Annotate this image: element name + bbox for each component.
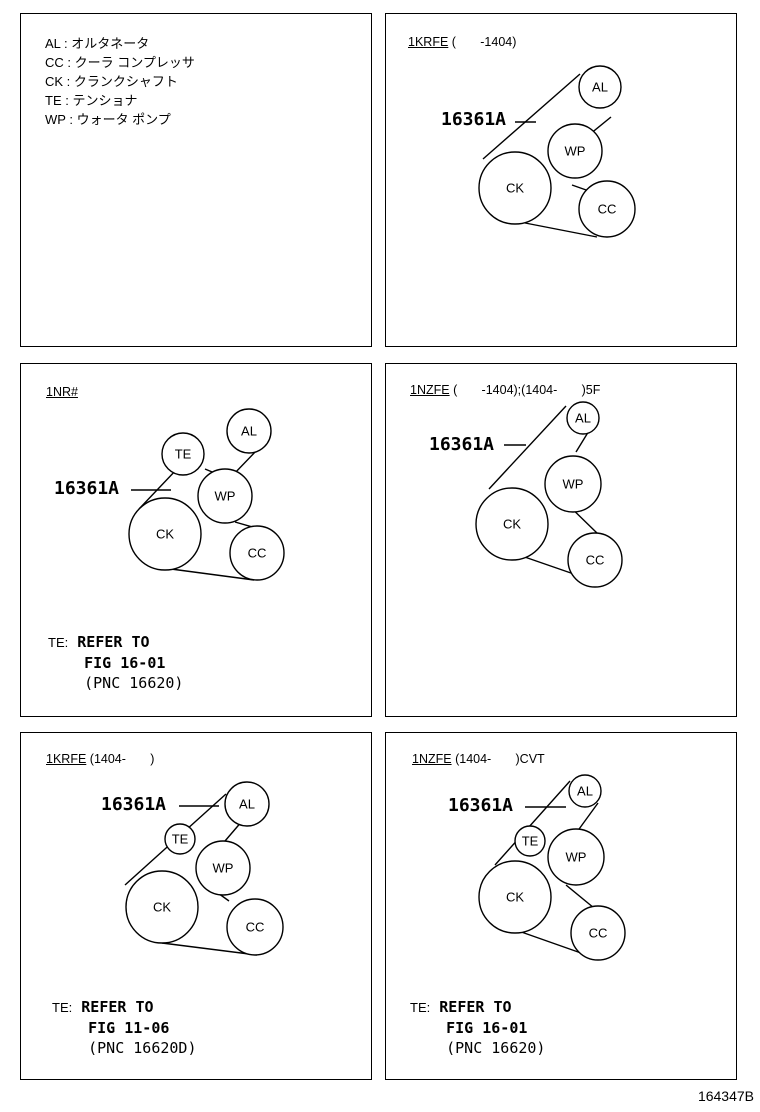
legend-item: TE : テンショナ (45, 93, 138, 108)
te-note: TE: REFER TO FIG 16-01 (PNC 16620) (410, 998, 546, 1057)
wp-pulley (547, 123, 603, 179)
te-note: TE: REFER TO FIG 16-01 (PNC 16620) (48, 633, 184, 692)
panel-1nzfe-5f: 1NZFE ( -1404);(1404- )5F AL WP CK CC 16… (385, 363, 737, 717)
ck-pulley (475, 487, 549, 561)
ck-label: CK (506, 181, 524, 196)
part-number: 16361A (441, 109, 507, 130)
te-pulley (164, 823, 196, 855)
part-number: 16361A (101, 794, 167, 815)
part-number: 16361A (54, 478, 120, 499)
belt-diagram: AL WP CK CC (475, 401, 623, 588)
te-label: TE (172, 832, 189, 847)
part-number: 16361A (448, 795, 514, 816)
te-pulley (161, 432, 205, 476)
belt-diagram: TE AL WP CK CC (124, 781, 284, 956)
cc-pulley (226, 898, 284, 956)
belt-diagram: TE AL WP CK CC (128, 408, 285, 581)
al-pulley (578, 65, 622, 109)
cc-label: CC (586, 553, 605, 568)
wp-label: WP (215, 489, 236, 504)
wp-pulley (197, 468, 253, 524)
al-pulley (224, 781, 270, 827)
engine-code: 1NZFE (412, 752, 452, 766)
cc-label: CC (248, 546, 267, 561)
date-range: ( -1404);(1404- )5F (453, 383, 601, 397)
legend-item: WP : ウォータ ポンプ (45, 112, 171, 127)
wp-pulley (547, 828, 605, 886)
date-range: (1404- )CVT (455, 752, 545, 766)
legend-item: CC : クーラ コンプレッサ (45, 55, 195, 70)
cc-pulley (229, 525, 285, 581)
panel-1krfe-before-1404: 1KRFE ( -1404) AL WP CK CC 16361A (385, 13, 737, 347)
ck-label: CK (153, 900, 171, 915)
al-pulley (566, 401, 600, 435)
al-label: AL (592, 80, 608, 95)
panel-header: 1KRFE (1404- ) (46, 752, 154, 766)
al-label: AL (241, 424, 257, 439)
panel-header: 1NZFE ( -1404);(1404- )5F (410, 383, 600, 397)
wp-label: WP (566, 850, 587, 865)
al-pulley (568, 774, 602, 808)
engine-code: 1KRFE (408, 35, 449, 49)
engine-code: 1KRFE (46, 752, 87, 766)
ck-pulley (478, 860, 552, 934)
wp-label: WP (565, 144, 586, 159)
belt-diagram: TE AL WP CK CC (478, 774, 626, 961)
te-label: TE (175, 447, 192, 462)
al-label: AL (577, 784, 593, 799)
cc-label: CC (246, 920, 265, 935)
engine-code: 1NZFE (410, 383, 450, 397)
al-pulley (226, 408, 272, 454)
cc-label: CC (598, 202, 617, 217)
engine-code: 1NR# (46, 385, 78, 399)
wp-pulley (195, 840, 251, 896)
wp-label: WP (563, 477, 584, 492)
panel-header: 1NR# (46, 385, 78, 399)
wp-label: WP (213, 861, 234, 876)
ck-label: CK (506, 890, 524, 905)
figure-id: 164347B (697, 1088, 754, 1104)
al-label: AL (239, 797, 255, 812)
cc-label: CC (589, 926, 608, 941)
te-pulley (514, 825, 546, 857)
al-label: AL (575, 411, 591, 426)
panel-header: 1NZFE (1404- )CVT (412, 752, 545, 766)
cc-pulley (570, 905, 626, 961)
panel-header: 1KRFE ( -1404) (408, 35, 516, 49)
ck-label: CK (503, 517, 521, 532)
ck-label: CK (156, 527, 174, 542)
date-range: (1404- ) (89, 752, 155, 766)
belt-diagram: AL WP CK CC (478, 65, 636, 238)
cc-pulley (578, 180, 636, 238)
legend-item: CK : クランクシャフト (45, 74, 178, 89)
wp-pulley (544, 455, 602, 513)
ck-pulley (128, 497, 202, 571)
ck-pulley (125, 870, 199, 944)
te-label: TE (522, 834, 539, 849)
legend-panel: AL : オルタネータ CC : クーラ コンプレッサ CK : クランクシャフ… (20, 13, 372, 347)
date-range: ( -1404) (451, 35, 517, 49)
panel-1nzfe-cvt: 1NZFE (1404- )CVT TE AL WP CK CC 16361A … (385, 732, 737, 1080)
cc-pulley (567, 532, 623, 588)
te-note: TE: REFER TO FIG 11-06 (PNC 16620D) (52, 998, 197, 1057)
ck-pulley (478, 151, 552, 225)
legend-item: AL : オルタネータ (45, 36, 150, 51)
panel-1nr: 1NR# TE AL WP CK CC 16361A TE: REFER TO … (20, 363, 372, 717)
part-number: 16361A (429, 434, 495, 455)
legend-list: AL : オルタネータ CC : クーラ コンプレッサ CK : クランクシャフ… (45, 34, 195, 129)
panel-1krfe-after-1404: 1KRFE (1404- ) TE AL WP CK CC 16361A TE:… (20, 732, 372, 1080)
